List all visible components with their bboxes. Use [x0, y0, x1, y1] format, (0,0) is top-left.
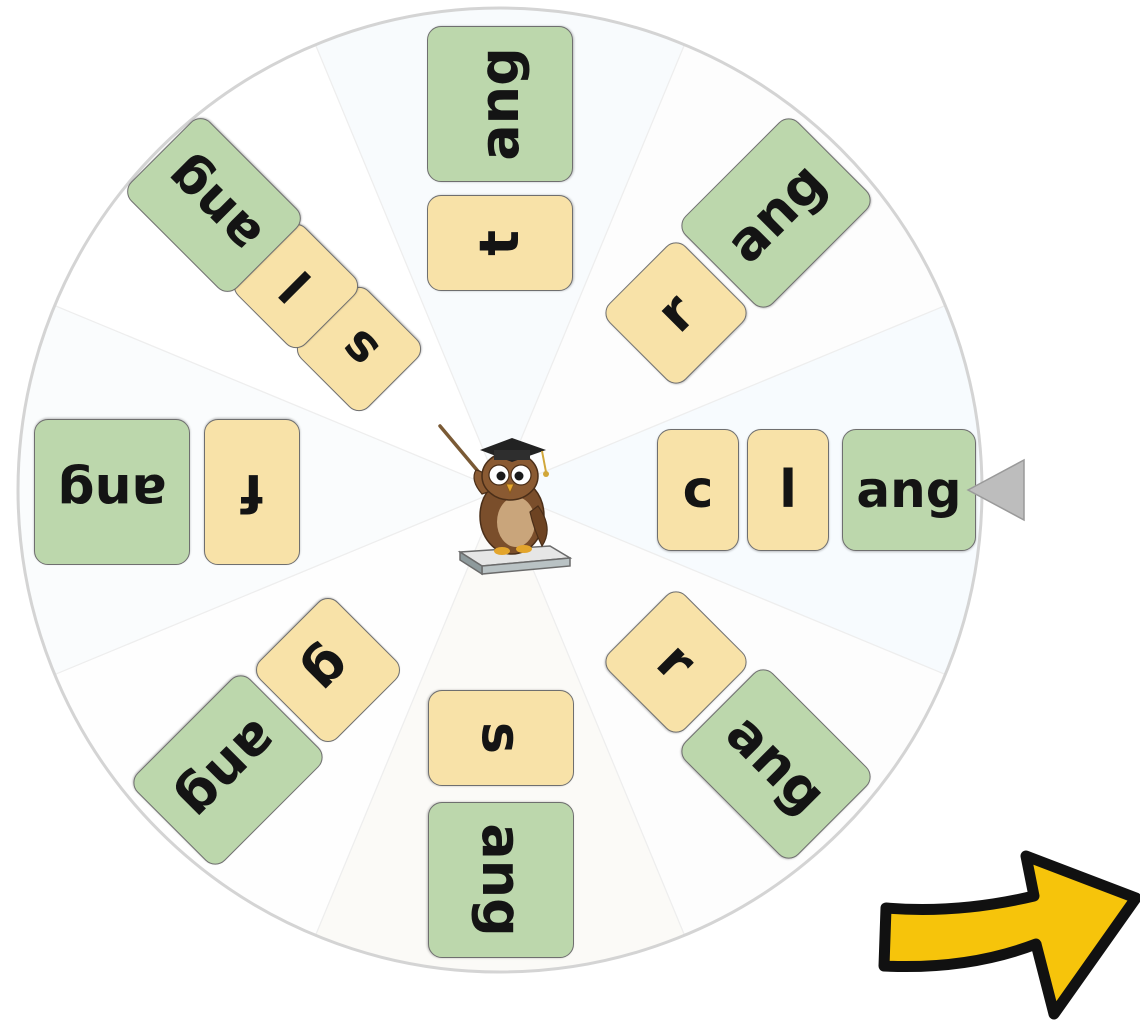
onset-tile: c: [657, 429, 739, 551]
rime-tile: ang: [842, 429, 976, 551]
tile-letters: t: [468, 230, 531, 256]
tile-letters: ang: [57, 462, 167, 522]
tile-letters: ang: [713, 150, 839, 276]
onset-tile: t: [427, 195, 573, 291]
tile-letters: ang: [713, 701, 839, 827]
tile-letters: c: [682, 460, 714, 520]
tile-letters: ang: [154, 145, 274, 265]
tile-letters: f: [240, 462, 264, 522]
rime-tile: ang: [427, 26, 573, 182]
tile-letters: g: [292, 634, 365, 707]
owl-teacher-icon: [438, 424, 573, 576]
rime-tile: ang: [34, 419, 190, 565]
tile-letters: r: [644, 629, 709, 694]
tile-letters: s: [470, 721, 533, 755]
tile-letters: s: [327, 317, 391, 381]
tile-letters: l: [269, 259, 323, 313]
onset-tile: s: [428, 690, 574, 786]
tile-letters: r: [643, 280, 708, 345]
tile-letters: l: [779, 460, 797, 520]
onset-tile: l: [747, 429, 829, 551]
tile-letters: ang: [856, 461, 962, 519]
onset-tile: f: [204, 419, 300, 565]
tile-letters: ang: [165, 707, 291, 833]
tile-letters: ang: [470, 823, 533, 937]
rime-tile: ang: [428, 802, 574, 958]
tile-letters: ang: [468, 47, 531, 161]
next-arrow-icon[interactable]: [878, 848, 1140, 1022]
